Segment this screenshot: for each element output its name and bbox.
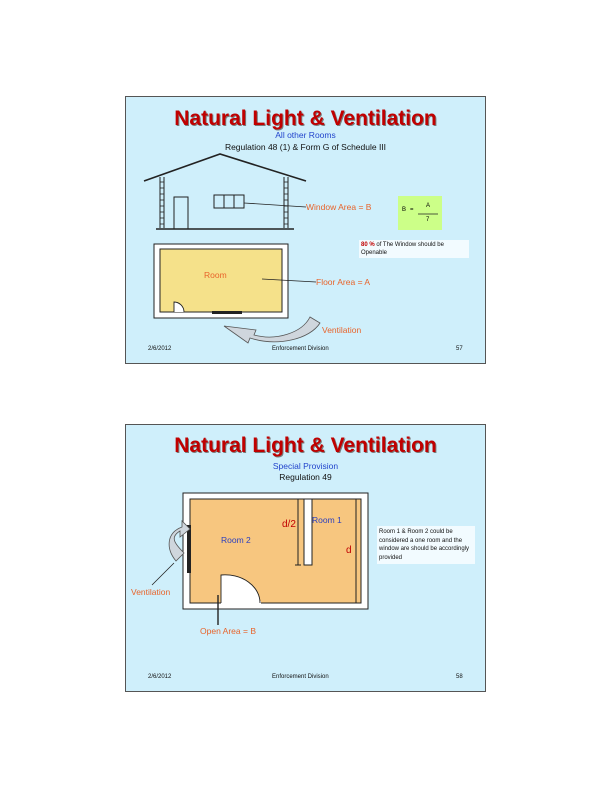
formula-eq: = [410,207,414,213]
regulation-reference: Regulation 49 [279,472,332,482]
left-wall-ticks [160,181,164,225]
slide-58: Natural Light & Ventilation Special Prov… [125,424,486,692]
plan-window [212,311,242,314]
slide-title: Natural Light & Ventilation [174,434,437,457]
footer-page-number: 58 [456,674,463,680]
right-wall-ticks [284,181,288,225]
door-swing [220,574,261,604]
openable-note: 80 % of The Window should be Openable [359,240,469,258]
formula-numerator: A [426,203,431,209]
slide-title: Natural Light & Ventilation [174,107,437,130]
window-leader-line [243,202,307,208]
plan-door-swing [173,301,185,313]
regulation-reference: Regulation 48 (1) & Form G of Schedule I… [224,142,387,152]
side-window [187,525,191,573]
room-1-label: Room 1 [312,515,342,525]
footer-date: 2/6/2012 [148,346,172,352]
floor-area-leader [261,278,317,283]
window-area-label: Window Area = B [306,202,372,212]
ventilation-leader [151,562,175,586]
footer-page-number: 57 [456,346,463,352]
room-label: Room [204,270,227,280]
footer-division: Enforcement Division [272,346,329,352]
ventilation-arrow-icon [168,520,191,562]
room-floor [189,498,362,604]
depth-label: d [346,545,352,556]
partition-wall [303,498,313,566]
combined-room-note: Room 1 & Room 2 could be considered a on… [377,526,475,564]
door-icon [173,196,189,230]
room-2-label: Room 2 [221,535,251,545]
formula-lhs: B [402,207,407,213]
openable-text: of The Window should be Openable [361,242,444,256]
window-icon [213,194,245,209]
ventilation-label: Ventilation [322,325,362,335]
footer-division: Enforcement Division [272,674,329,680]
formula-denominator: 7 [426,217,430,223]
half-depth-label: d/2 [282,519,296,530]
room-floor [159,248,283,313]
ventilation-label: Ventilation [131,587,171,597]
floor-plan-diagram [151,492,369,625]
footer-date: 2/6/2012 [148,674,172,680]
slide-subtitle: All other Rooms [275,130,336,140]
open-area-label: Open Area = B [200,626,256,636]
openable-percent: 80 % [361,242,375,248]
ventilation-arrow-icon [223,316,321,344]
roof-line [143,153,307,182]
slide-57: Natural Light & Ventilation All other Ro… [125,96,486,364]
floor-area-label: Floor Area = A [316,277,371,287]
formula-box [398,196,442,230]
slide-subtitle: Special Provision [272,461,339,471]
building-diagram [143,153,442,344]
